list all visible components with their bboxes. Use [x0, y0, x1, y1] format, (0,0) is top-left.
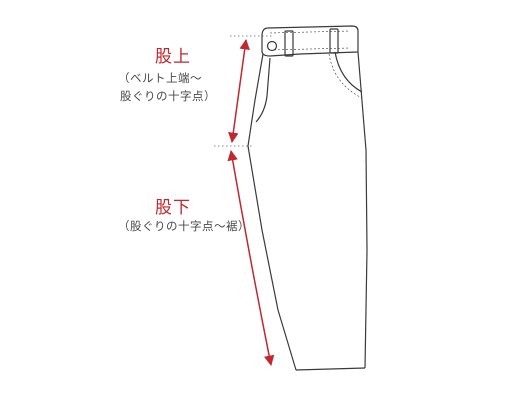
- rise-note-line1: （ベルト上端〜: [118, 71, 202, 85]
- rise-arrow: [228, 38, 250, 144]
- button-icon: [266, 40, 278, 52]
- inseam-note-line1: （股ぐりの十字点〜裾）: [118, 219, 250, 233]
- rise-note-line2: 股ぐりの十字点）: [120, 89, 216, 103]
- fly-seam: [247, 53, 264, 147]
- front-pocket-stitch: [328, 53, 363, 99]
- waistband-stitch-bottom: [269, 47, 351, 51]
- inseam-edge: [247, 145, 297, 371]
- rise-title: 股上: [155, 47, 191, 67]
- inseam-title: 股下: [155, 198, 191, 218]
- fly-stitch: [255, 57, 271, 123]
- belt-loop-right: [329, 28, 339, 54]
- inseam-arrow: [227, 149, 275, 367]
- outseam-edge: [357, 51, 368, 369]
- waistband-stitch-top: [269, 30, 351, 34]
- belt-loop-left: [284, 30, 294, 57]
- front-pocket: [334, 51, 363, 93]
- pants-outline: [247, 25, 368, 371]
- hem: [295, 367, 366, 371]
- waistband: [261, 25, 359, 57]
